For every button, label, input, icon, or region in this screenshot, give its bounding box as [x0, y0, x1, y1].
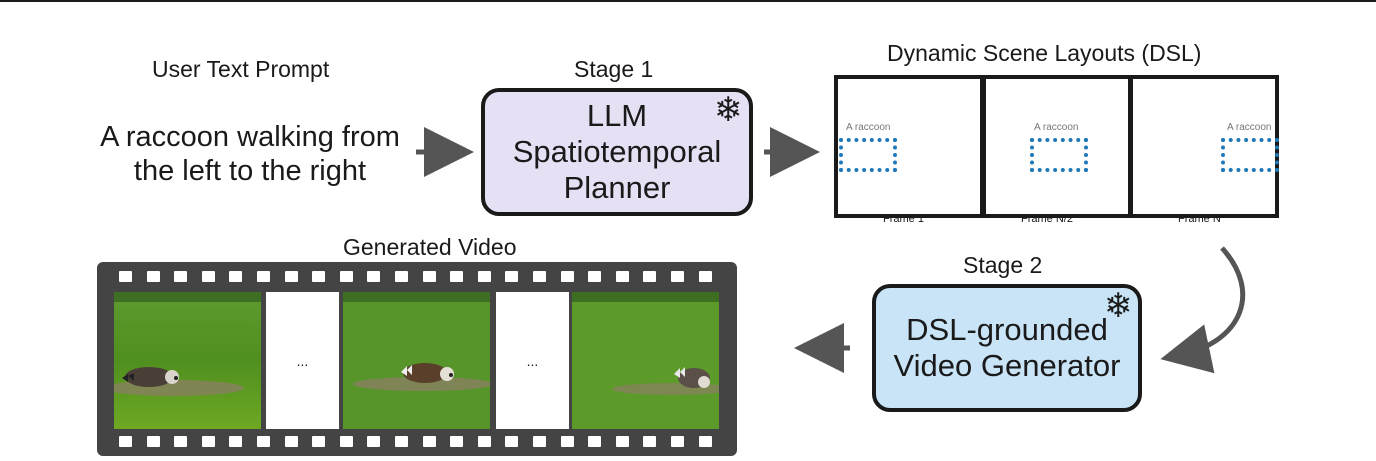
sprocket-hole — [119, 271, 132, 282]
snowflake-icon: ❄ — [1104, 287, 1133, 325]
sprocket-hole — [229, 271, 243, 282]
sprocket-hole — [505, 436, 519, 447]
sprocket-hole — [257, 271, 270, 282]
sprocket-hole — [284, 436, 298, 447]
ellipsis-frame: ... — [496, 292, 569, 429]
sprocket-hole — [257, 436, 270, 447]
frame-label-last: Frame N — [1178, 213, 1221, 225]
sprocket-hole — [533, 436, 546, 447]
dsl-title: Dynamic Scene Layouts (DSL) — [887, 40, 1202, 66]
sprocket-hole — [422, 436, 436, 447]
bounding-box — [1221, 138, 1279, 172]
bounding-box — [1030, 138, 1088, 172]
sprocket-hole — [422, 271, 436, 282]
sprocket-hole — [201, 436, 215, 447]
llm-planner-box: LLM Spatiotemporal Planner — [481, 88, 753, 216]
sprocket-hole — [146, 436, 160, 447]
dsl-frame-last: A raccoon — [1129, 75, 1279, 218]
object-label: A raccoon — [846, 122, 891, 133]
sprocket-hole — [395, 271, 408, 282]
sprocket-hole — [588, 436, 602, 447]
sprocket-hole — [284, 271, 298, 282]
prompt-title: User Text Prompt — [152, 56, 330, 82]
dsl-frame-mid: A raccoon — [982, 75, 1132, 218]
sprocket-hole — [229, 436, 243, 447]
top-rule — [0, 0, 1376, 2]
sprocket-hole — [146, 271, 160, 282]
arrow-dsl-to-generator — [1160, 246, 1246, 374]
sprocket-hole — [367, 436, 381, 447]
sprocket-hole — [339, 271, 353, 282]
film-strip: ... ... — [97, 262, 737, 456]
sprocket-hole — [201, 271, 215, 282]
dsl-frame-1: A raccoon — [834, 75, 984, 218]
sprocket-hole — [533, 271, 546, 282]
prompt-text: A raccoon walking from the left to the r… — [100, 121, 400, 187]
sprocket-hole — [643, 271, 657, 282]
raccoon-frame-image — [343, 292, 490, 429]
frame-label-mid: Frame N/2 — [1021, 213, 1073, 225]
sprocket-hole — [119, 436, 132, 447]
sprocket-hole — [671, 271, 684, 282]
ellipsis-text: ... — [526, 352, 539, 369]
sprocket-hole — [174, 271, 188, 282]
sprocket-hole — [560, 271, 574, 282]
snowflake-icon: ❄ — [714, 91, 743, 129]
raccoon-frame-image — [114, 292, 261, 429]
sprocket-hole — [450, 271, 464, 282]
sprocket-hole — [395, 436, 408, 447]
sprocket-hole — [450, 436, 464, 447]
object-label: A raccoon — [1227, 122, 1272, 133]
sprocket-hole — [477, 436, 491, 447]
bounding-box — [839, 138, 897, 172]
sprocket-hole — [477, 271, 491, 282]
frame-ellipsis: ··· — [1120, 207, 1139, 224]
sprocket-hole — [367, 271, 381, 282]
frame-label-1: Frame 1 — [883, 213, 924, 225]
ellipsis-text: ... — [296, 352, 309, 369]
sprocket-hole — [698, 271, 712, 282]
sprocket-hole — [339, 436, 353, 447]
sprocket-hole — [505, 271, 519, 282]
stage2-title: Stage 2 — [963, 252, 1043, 278]
video-frame-last — [572, 292, 719, 429]
sprocket-hole — [698, 436, 712, 447]
ellipsis-frame: ... — [266, 292, 339, 429]
sprocket-hole — [312, 271, 326, 282]
object-label: A raccoon — [1034, 122, 1079, 133]
sprocket-hole — [312, 436, 326, 447]
sprocket-hole — [560, 436, 574, 447]
sprocket-hole — [615, 436, 629, 447]
stage1-title: Stage 1 — [574, 56, 654, 82]
raccoon-frame-image — [572, 292, 719, 429]
video-frame-1 — [114, 292, 261, 429]
sprocket-hole — [615, 271, 629, 282]
video-generator-box: DSL-grounded Video Generator — [872, 284, 1142, 412]
frame-ellipsis: ··· — [967, 207, 986, 224]
llm-planner-label: LLM Spatiotemporal Planner — [512, 98, 722, 205]
video-frame-mid — [343, 292, 490, 429]
video-title: Generated Video — [343, 234, 517, 260]
sprocket-hole — [174, 436, 188, 447]
sprocket-hole — [671, 436, 684, 447]
sprocket-hole — [588, 271, 602, 282]
sprocket-hole — [643, 436, 657, 447]
video-generator-label: DSL-grounded Video Generator — [893, 312, 1121, 383]
